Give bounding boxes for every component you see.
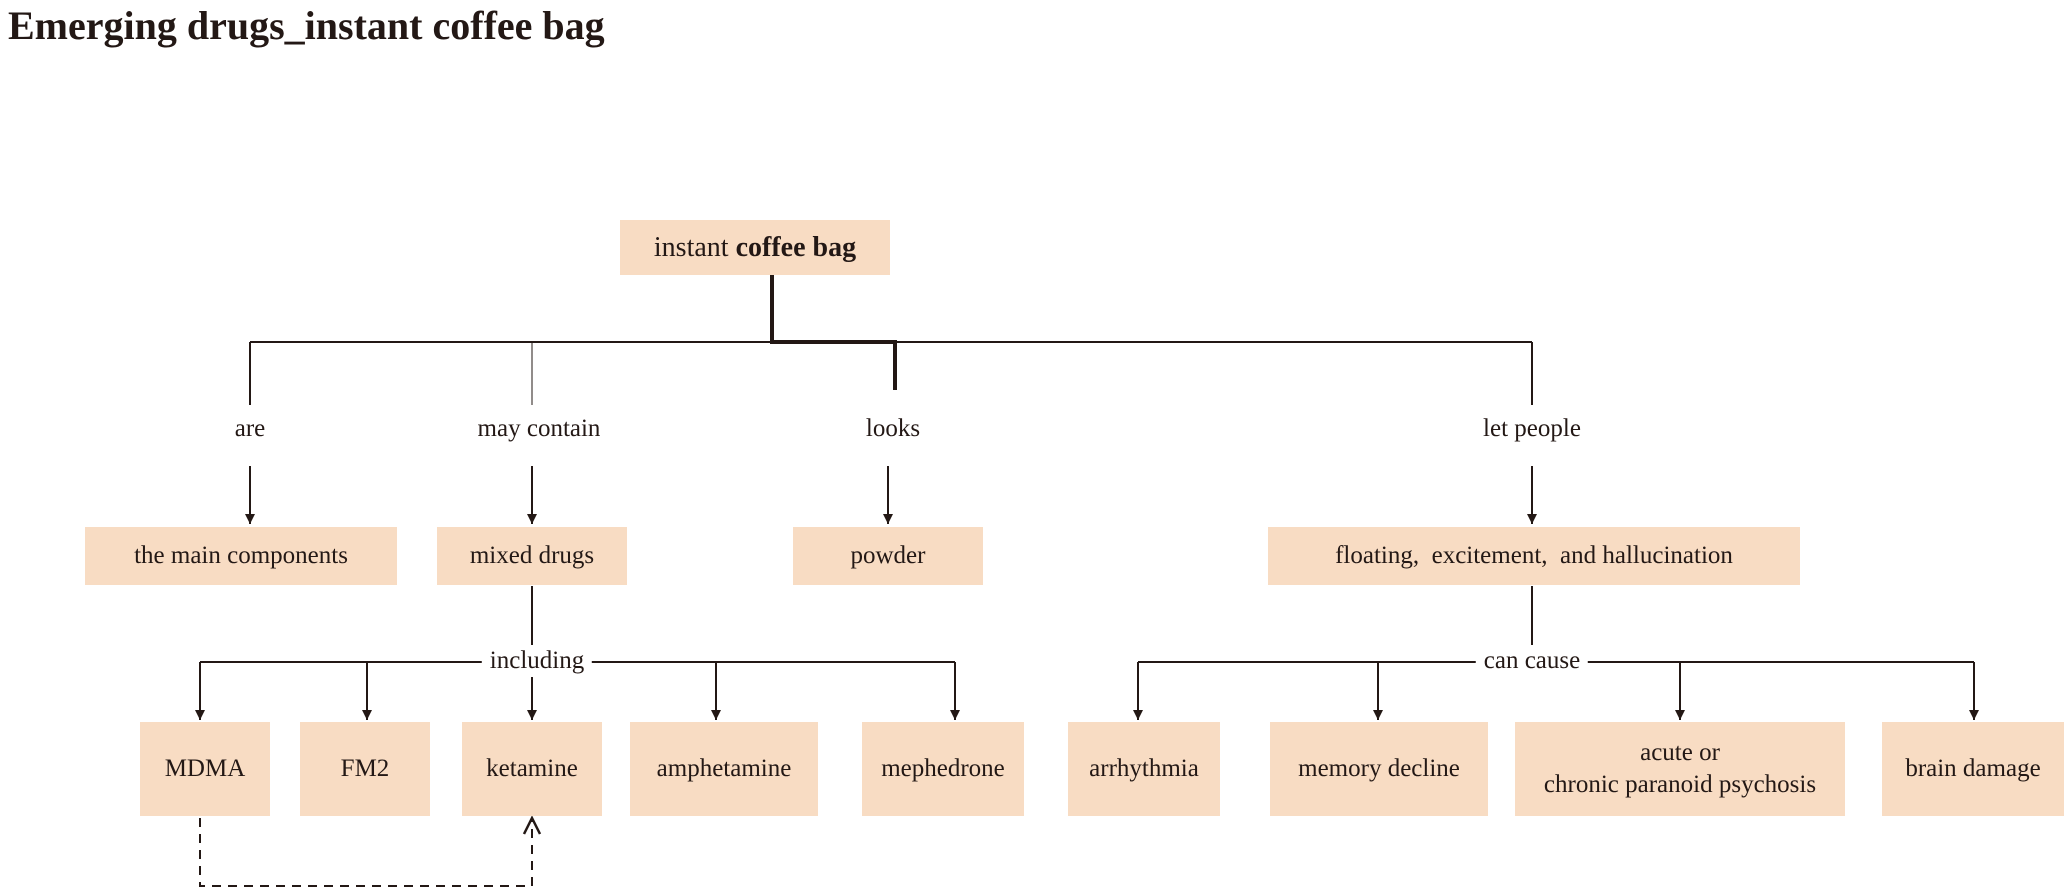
root-bold: coffee bag bbox=[735, 231, 857, 263]
drug-ketamine: ketamine bbox=[462, 722, 602, 816]
drug-mdma: MDMA bbox=[140, 722, 270, 816]
label-may-contain: may contain bbox=[469, 413, 609, 445]
label-including: including bbox=[481, 645, 593, 677]
effect-psychosis-line2: chronic paranoid psychosis bbox=[1543, 771, 1817, 798]
node-mixed-drugs-label: mixed drugs bbox=[469, 542, 595, 569]
drug-ketamine-label: ketamine bbox=[486, 755, 578, 782]
drug-amphetamine: amphetamine bbox=[630, 722, 818, 816]
node-powder: powder bbox=[793, 527, 983, 585]
node-effects: floating, excitement, and hallucination bbox=[1268, 527, 1800, 585]
effect-brain-damage: brain damage bbox=[1882, 722, 2064, 816]
effect-psychosis-line1: acute or bbox=[1640, 739, 1720, 766]
root-node-instant-coffee-bag: instant coffee bag bbox=[620, 220, 890, 275]
root-prefix: instant bbox=[653, 231, 729, 263]
effect-memory-decline: memory decline bbox=[1270, 722, 1488, 816]
drug-fm2-label: FM2 bbox=[340, 755, 390, 782]
effect-memory-decline-label: memory decline bbox=[1298, 755, 1460, 782]
drug-fm2: FM2 bbox=[300, 722, 430, 816]
drug-amphetamine-label: amphetamine bbox=[656, 755, 792, 782]
label-are: are bbox=[226, 413, 274, 445]
node-main-components: the main components bbox=[85, 527, 397, 585]
drug-mdma-label: MDMA bbox=[164, 755, 246, 782]
node-main-components-label: the main components bbox=[134, 542, 348, 569]
node-mixed-drugs: mixed drugs bbox=[437, 527, 627, 585]
node-powder-label: powder bbox=[850, 542, 926, 569]
label-looks: looks bbox=[857, 413, 929, 445]
node-effects-label: floating, excitement, and hallucination bbox=[1335, 542, 1733, 569]
label-let-people: let people bbox=[1475, 413, 1589, 445]
effect-brain-damage-label: brain damage bbox=[1905, 755, 2041, 782]
effect-arrhythmia-label: arrhythmia bbox=[1089, 755, 1199, 782]
effect-arrhythmia: arrhythmia bbox=[1068, 722, 1220, 816]
diagram-title: Emerging drugs_instant coffee bag bbox=[8, 3, 605, 48]
drug-mephedrone-label: mephedrone bbox=[881, 755, 1005, 782]
label-can-cause: can cause bbox=[1475, 645, 1589, 677]
drug-mephedrone: mephedrone bbox=[862, 722, 1024, 816]
effect-psychosis: acute or chronic paranoid psychosis bbox=[1515, 722, 1845, 816]
